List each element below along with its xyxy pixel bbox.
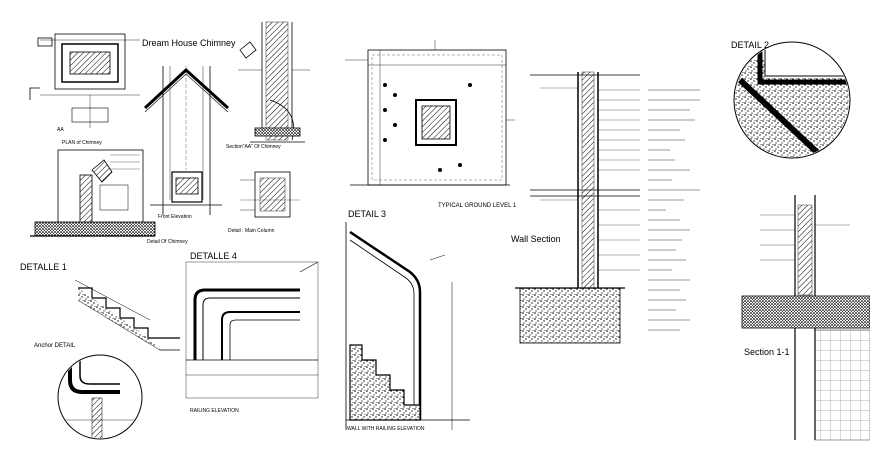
front-elevation-label: Front Elevation — [158, 214, 192, 220]
typical-ground-level-label: TYPICAL GROUND LEVEL 1 — [438, 203, 517, 209]
railing-elevation-label: RAILING ELEVATION — [190, 408, 239, 414]
wall-with-railing-elevation-label: WALL WITH RAILING ELEVATION — [347, 426, 425, 432]
front-elevation-drawing — [143, 66, 230, 215]
wall-section-label: Wall Section — [511, 234, 561, 244]
chimney-detail-drawing — [30, 149, 156, 237]
detail-3-label: DETAIL 3 — [348, 209, 387, 219]
dream-house-chimney-title: Dream House Chimney — [142, 38, 236, 48]
section-aa-label: Section"AA" Of Chimney — [226, 144, 281, 150]
main-column-detail-drawing — [240, 171, 300, 218]
section-1-1-drawing — [741, 195, 870, 441]
anchor-detail-drawing — [57, 354, 143, 440]
section-aa-drawing — [238, 21, 310, 143]
section-1-1-label: Section 1-1 — [744, 347, 790, 357]
plan-of-chimney-drawing — [29, 33, 140, 128]
main-column-detail-label: Detail : Main Column — [228, 228, 275, 234]
detail-2-drawing — [733, 41, 851, 159]
anchor-detail-label: Anchor DETAIL — [34, 343, 76, 349]
wall-section-drawing — [515, 71, 700, 344]
chimney-detail-label: Detail Of Chimney — [147, 239, 188, 245]
detail-3-drawing — [345, 222, 470, 430]
detail-2-label: DETAIL 2 — [731, 40, 770, 50]
typical-ground-level-drawing — [345, 40, 515, 186]
detalle-4-drawing — [185, 261, 319, 399]
detalle-4-label: DETALLE 4 — [190, 251, 237, 261]
section-marker-label: AA — [57, 127, 64, 133]
plan-of-chimney-label: PLAN of Chimney — [62, 140, 102, 146]
detalle-1-label: DETALLE 1 — [20, 262, 67, 272]
detalle-1-drawing — [74, 279, 180, 351]
